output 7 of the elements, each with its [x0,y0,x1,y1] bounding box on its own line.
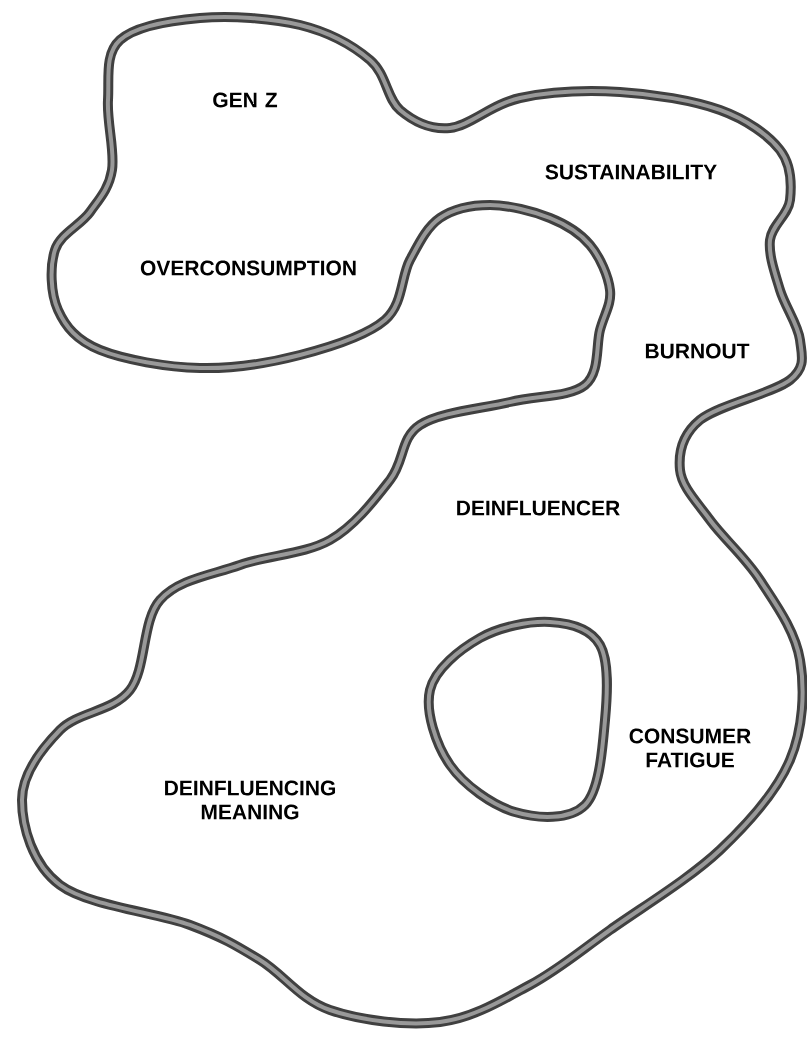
word-label: OVERCONSUMPTION [140,260,356,276]
word-label: BURNOUT [645,343,750,359]
word-label: CONSUMER FATIGUE [629,728,751,768]
word-label: GEN Z [213,92,278,108]
word-label: DEINFLUENCING MEANING [165,780,335,820]
word-label: DEINFLUENCER [457,500,620,516]
word-label: SUSTAINABILITY [545,164,717,180]
